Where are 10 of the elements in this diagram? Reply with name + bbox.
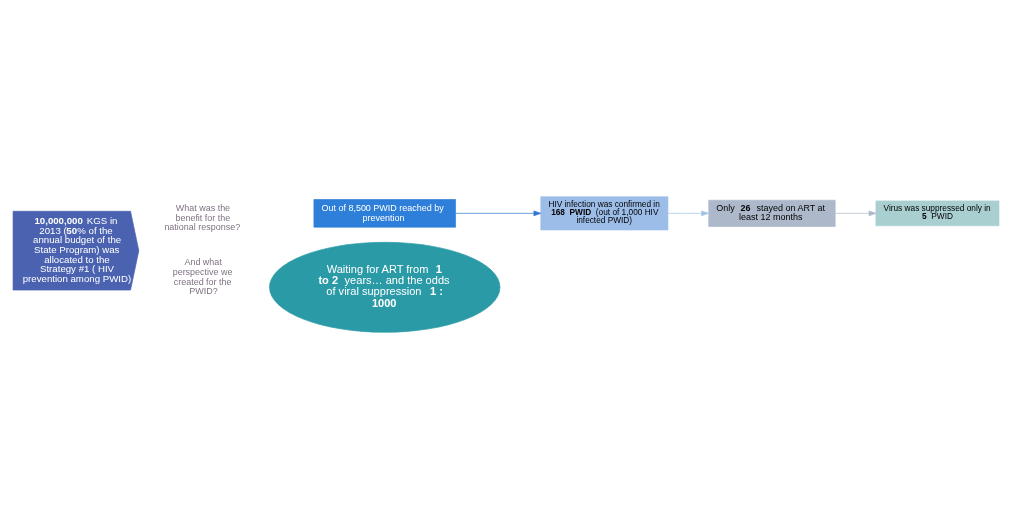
arrow <box>455 210 542 216</box>
node-box: HIV infection was confirmed in 168 PWID (out of 1,000 HIV infected PWID) <box>540 195 669 230</box>
label: And what perspective we created for the PWID? <box>172 256 233 296</box>
label: What was the benefit for the national response? <box>164 202 241 232</box>
arrow <box>835 210 877 216</box>
arrow <box>667 210 709 216</box>
node-box: Virus was suppressed only in 5 PWID <box>875 200 1000 226</box>
node-ellipse: Waiting for ART from 1 to 2 years… and the odds of viral suppression 1 : 1000 <box>269 241 501 333</box>
node-box: Out of 8,500 PWID reached by prevention <box>313 198 456 227</box>
node-box: Only 26 stayed on ART at least 12 months <box>708 199 836 227</box>
